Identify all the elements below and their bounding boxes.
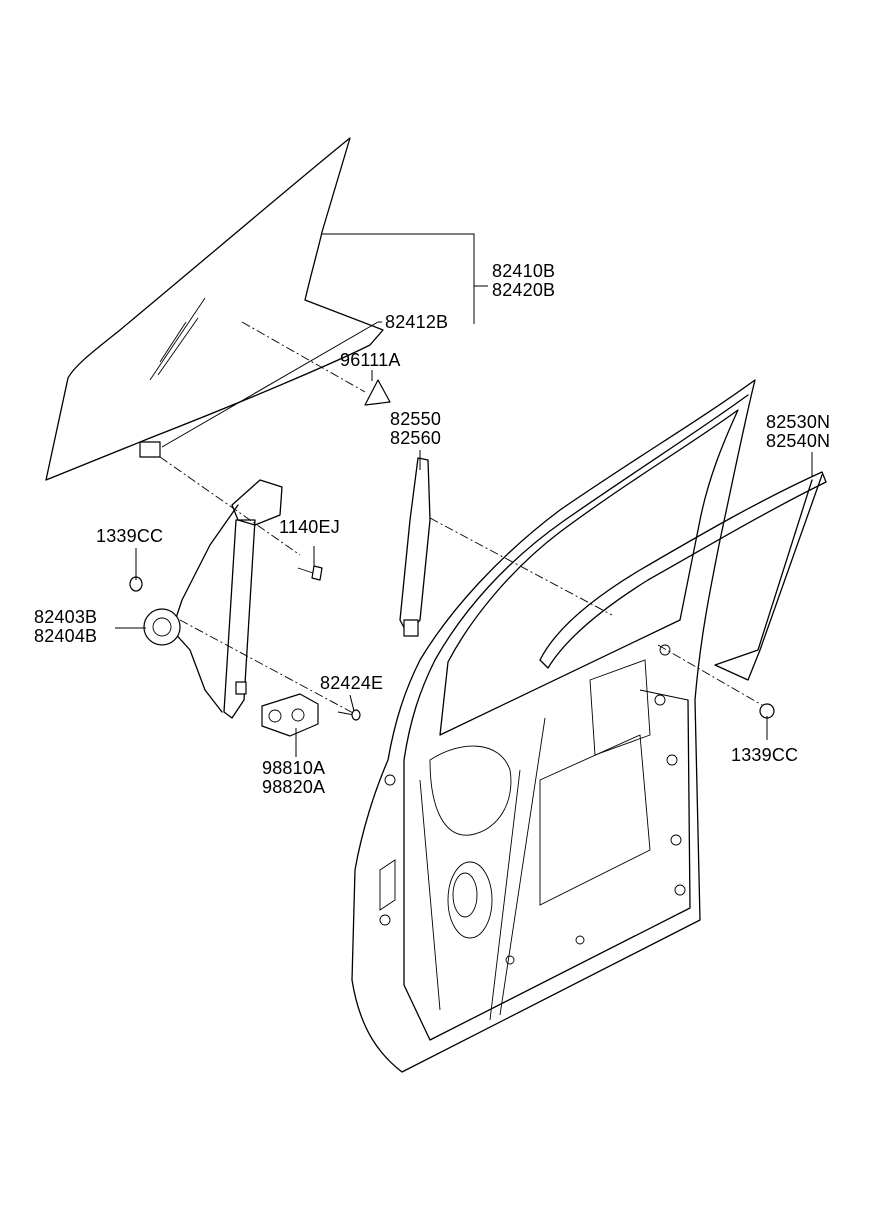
door-glass bbox=[45, 137, 384, 481]
label-1140ej: 1140EJ bbox=[279, 517, 340, 537]
screw-82424e bbox=[337, 709, 361, 721]
label-98820a: 98820A bbox=[262, 777, 326, 797]
label-1339cc-right: 1339CC bbox=[731, 745, 799, 765]
rear-channel bbox=[399, 457, 431, 637]
label-96111a: 96111A bbox=[340, 350, 401, 370]
label-82404b: 82404B bbox=[34, 626, 98, 646]
label-82410b: 82410B bbox=[492, 261, 556, 281]
label-82424e: 82424E bbox=[320, 673, 384, 693]
label-1339cc-left: 1339CC bbox=[96, 526, 164, 546]
regulator-motor bbox=[261, 693, 319, 737]
label-82530n: 82530N bbox=[766, 412, 831, 432]
door-frame bbox=[351, 379, 756, 1073]
label-82550: 82550 bbox=[390, 409, 442, 429]
label-82403b: 82403B bbox=[34, 607, 98, 627]
window-regulator bbox=[143, 479, 283, 719]
reflector bbox=[364, 379, 391, 406]
label-82540n: 82540N bbox=[766, 431, 831, 451]
leader-lines bbox=[115, 233, 813, 757]
assembly-lines bbox=[159, 321, 763, 715]
label-82412b: 82412B bbox=[385, 312, 449, 332]
glass-run bbox=[539, 471, 827, 681]
label-98810a: 98810A bbox=[262, 758, 326, 778]
nut-1339cc-right bbox=[759, 703, 775, 719]
label-82420b: 82420B bbox=[492, 280, 556, 300]
bolt-1140ej bbox=[297, 565, 323, 581]
label-82560: 82560 bbox=[390, 428, 442, 448]
